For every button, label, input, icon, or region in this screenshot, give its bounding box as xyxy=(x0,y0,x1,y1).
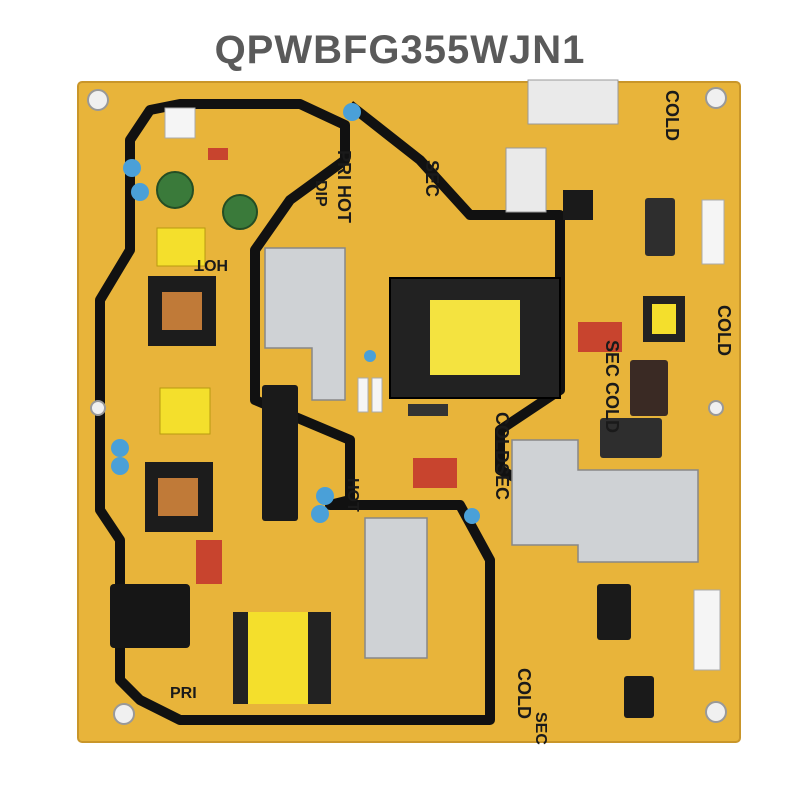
label-sec-top: SEC xyxy=(422,160,442,197)
part-label xyxy=(505,147,547,213)
relay-block xyxy=(408,404,448,416)
choke-coil-bottom xyxy=(145,462,213,532)
filter-cap-top xyxy=(156,227,206,267)
isolation-trace xyxy=(95,99,495,725)
bottom-heatsink xyxy=(364,517,428,659)
left-heatsink xyxy=(264,247,346,401)
capacitor-right-3 xyxy=(600,418,662,458)
blue-capacitors xyxy=(111,103,480,524)
connector-top-left xyxy=(164,107,196,139)
label-cold-bottom: COLD xyxy=(514,668,534,719)
mosfet-right xyxy=(563,190,593,220)
red-capacitor-4 xyxy=(208,148,228,160)
label-hot-mid: HOT xyxy=(344,478,361,512)
bulk-capacitor xyxy=(262,385,298,521)
resistor-white-1 xyxy=(357,377,369,413)
choke-coil-top xyxy=(148,276,216,346)
small-transformer-core xyxy=(652,304,676,334)
filter-cap-mid xyxy=(159,387,211,435)
barcode-label xyxy=(527,79,619,125)
resistor-white-2 xyxy=(371,377,383,413)
connector-right-top xyxy=(701,199,725,265)
thermistor-2 xyxy=(222,194,258,230)
main-transformer-core xyxy=(430,300,520,375)
label-cold-sec: COLDSEC xyxy=(492,412,512,500)
label-hot-left: HOT xyxy=(194,256,228,273)
capacitor-right-1 xyxy=(645,198,675,256)
bridge-rectifier xyxy=(110,584,190,648)
capacitor-bottom-right xyxy=(597,584,631,640)
right-heatsink xyxy=(511,439,699,563)
label-cold-top: COLD xyxy=(662,90,682,141)
label-sec-cold: SEC COLD xyxy=(602,340,622,433)
connector-right-bottom xyxy=(693,589,721,671)
label-sec-bottom: SEC xyxy=(532,712,549,745)
red-capacitor-3 xyxy=(196,540,222,584)
label-dip: DIP xyxy=(312,180,329,207)
standby-transformer-core xyxy=(248,612,308,704)
capacitor-right-2 xyxy=(630,360,668,416)
red-capacitor-1 xyxy=(578,322,622,352)
label-pri-bottom: PRI xyxy=(170,685,197,702)
thermistor-1 xyxy=(156,171,194,209)
capacitor-bottom-right-2 xyxy=(624,676,654,718)
page-title: QPWBFG355WJN1 xyxy=(214,28,586,72)
label-cold-right: COLD xyxy=(714,305,734,356)
red-capacitor-2 xyxy=(413,458,457,488)
label-pri-hot: PRI HOT xyxy=(334,150,354,223)
mounting-holes xyxy=(87,87,727,725)
